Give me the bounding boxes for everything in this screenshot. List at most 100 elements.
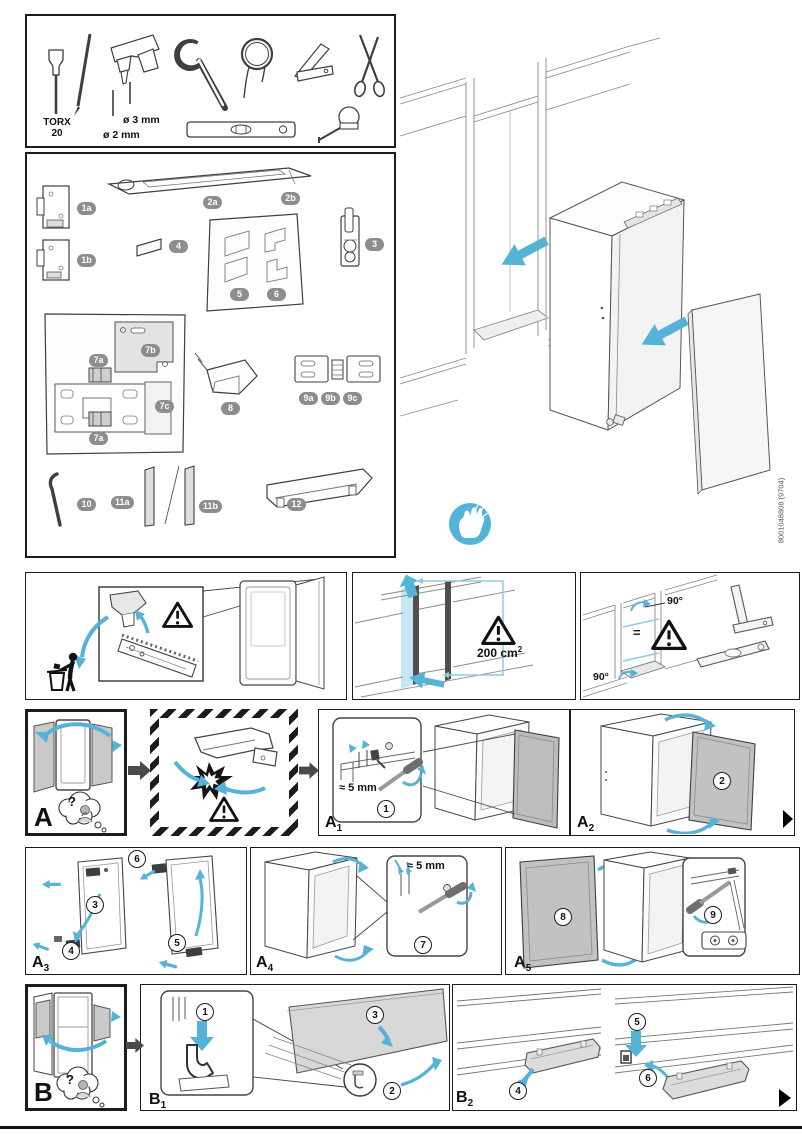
tools-panel: TORX 20 ø 3 mm ø 2 mm [25, 14, 396, 148]
swing-arrow-top-head [704, 719, 716, 731]
section-a-intro-panel: ? A [25, 709, 127, 836]
hinge-part-1a [36, 185, 70, 229]
step-number: 8 [554, 908, 572, 926]
small-arrow [157, 958, 179, 972]
continuation-triangle [779, 1089, 791, 1107]
wire-icon [240, 37, 274, 99]
step-number: 6 [639, 1069, 657, 1087]
torx-label: TORX [43, 117, 71, 128]
door-right-view [151, 855, 219, 958]
swap-arc-arrow [48, 1039, 108, 1052]
step-number: 1 [377, 800, 395, 818]
try-square-icon [294, 43, 334, 82]
press-down-arrow [625, 1031, 647, 1057]
right-small-panel [93, 1004, 111, 1042]
swing-arrow-bottom [666, 820, 715, 834]
thought-bubble [58, 791, 107, 833]
hinge-arm [194, 727, 278, 767]
panel-a4-label: A4 [256, 954, 274, 975]
open-door-panel [512, 729, 560, 829]
remove-arrow [139, 615, 150, 634]
hook-detail [172, 997, 230, 1092]
screwdriver-icon [417, 882, 467, 914]
continuation-triangle [783, 810, 793, 828]
scissors-icon [354, 34, 385, 98]
part-badge-7a-top: 7a [89, 354, 108, 367]
panel-a5-label: A5 [514, 954, 532, 975]
hinge-part-1b [36, 239, 70, 281]
vent-area-label: 200 cm2 [477, 645, 523, 660]
try-square-icon [730, 584, 774, 634]
plate-leader-lines [729, 879, 745, 931]
ventilation-panel: 200 cm2 [352, 572, 576, 700]
airflow-head-bottom [442, 672, 449, 678]
part-badge-9a: 9a [299, 392, 318, 405]
turn-arrow [402, 773, 423, 787]
step-a4-illustration [264, 851, 476, 962]
turn-arrow-head [467, 882, 476, 892]
torx-screwdriver-icon [48, 49, 64, 114]
strip-part-11a [144, 465, 180, 527]
warning-icon [651, 619, 687, 651]
strip-part-11b [184, 465, 195, 526]
panel-b1-label: B1 [149, 1091, 167, 1112]
angle-arc-head-bottom [630, 669, 638, 678]
appliance-base-right [614, 986, 794, 1074]
tape-measure-icon [318, 106, 360, 143]
part-badge-7a-bottom: 7a [89, 432, 108, 445]
swing-arrow-bottom-head [709, 817, 720, 829]
disposal-illustration [46, 576, 325, 692]
airflow-band [401, 585, 413, 689]
inset-leader-lines [422, 733, 516, 815]
swap-small-arrow [112, 740, 122, 752]
step-number: 4 [509, 1082, 527, 1100]
step-number: 2 [713, 772, 731, 790]
part-badge-1b: 1b [77, 254, 96, 267]
equal-height-lines [622, 618, 660, 662]
screwdriver-icon [377, 758, 423, 792]
bracket-detail [690, 867, 740, 885]
cabinet-niche [264, 851, 358, 959]
appliance-body [548, 181, 686, 431]
airflow-head-top [416, 578, 423, 584]
section-b-label: B [34, 1077, 53, 1107]
small-part-4 [136, 238, 162, 257]
magnifier-content [352, 1070, 364, 1089]
remove-arrow-head [517, 1077, 529, 1088]
remove-arrowhead [135, 610, 145, 621]
torx-size-label: 20 [51, 128, 63, 139]
hex-key-part-10 [48, 472, 62, 527]
page-bottom-rule [0, 1126, 802, 1129]
step-b2-panel: 4 5 6 B2 [452, 984, 797, 1111]
thought-bubble [56, 1066, 105, 1108]
pinch-arrow-right [222, 786, 266, 795]
appliance-front [53, 992, 93, 1078]
door-bottom-view [264, 988, 448, 1080]
pull-arrow [400, 1061, 437, 1087]
panel-a3-label: A3 [32, 954, 50, 975]
pencil-icon [74, 33, 92, 116]
step-a4-panel: ≈ 5 mm 7 A4 [250, 847, 502, 975]
part-badge-7b: 7b [141, 344, 160, 357]
move-arrow-right [194, 877, 204, 937]
step-a5-illustration [519, 851, 747, 969]
angle-top-label: 90° [667, 595, 683, 607]
drill-bit-3mm-label: ø 3 mm [123, 114, 160, 126]
small-arrow [42, 880, 61, 889]
gloves-icon [449, 503, 491, 545]
left-side-wall [413, 585, 419, 685]
inset-leader-lines [352, 875, 388, 941]
step-number: 6 [128, 850, 146, 868]
gap-reference [394, 859, 412, 896]
pinch-warning-illustration [173, 727, 278, 822]
part-badge-2a: 2a [203, 196, 222, 209]
document-number: 8001048808 (9704) [776, 477, 786, 544]
panel-a1-label: A1 [325, 814, 343, 835]
part-badge-3: 3 [365, 238, 384, 251]
cover-plate [701, 931, 747, 950]
part-badge-6: 6 [267, 288, 286, 301]
pinch-burst-icon [188, 762, 233, 800]
door-panel-inner [693, 736, 751, 825]
section-a-label: A [34, 802, 53, 832]
